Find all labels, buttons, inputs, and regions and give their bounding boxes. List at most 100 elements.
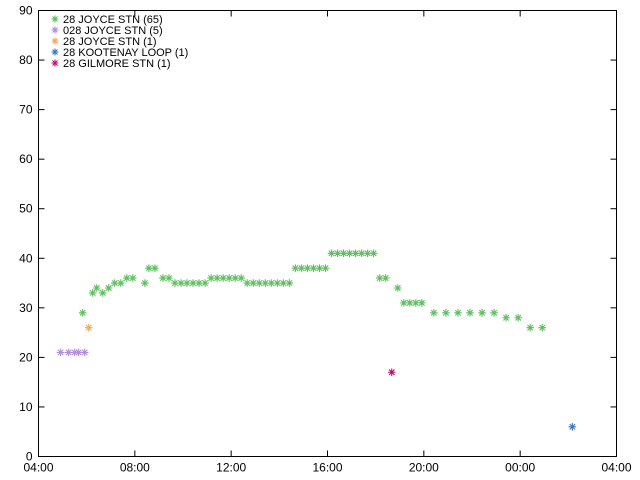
data-point [201,279,209,287]
y-tick-label: 30 [19,301,33,315]
data-points [56,249,577,431]
data-point [207,274,215,282]
data-point [267,279,276,287]
data-point [88,289,97,297]
x-tick-label: 08:00 [120,461,150,475]
data-point [538,323,547,332]
data-point [442,308,450,317]
data-point [345,249,354,258]
legend-label: 28 GILMORE STN (1) [63,58,171,70]
data-point [219,274,227,282]
data-point [92,284,101,292]
y-tick-label: 70 [19,103,33,117]
legend-label: 28 JOYCE STN (65) [63,14,163,26]
data-point [303,264,312,272]
data-point [116,279,125,287]
x-axis: 04:00 08:00 12:00 16:00 20:00 00:00 04:00 [23,10,632,475]
data-point [568,422,577,431]
data-point [351,249,360,258]
data-point [412,299,420,307]
legend-marker [51,37,59,45]
y-tick-label: 40 [19,251,33,265]
data-point [213,274,221,282]
y-tick-label: 60 [19,152,33,166]
data-point [466,308,474,317]
data-point [339,249,348,258]
x-tick-label: 04:00 [23,461,53,475]
data-point [321,264,330,272]
data-point [273,279,282,287]
data-point [237,274,246,282]
x-tick-label: 12:00 [216,461,246,475]
data-point [363,249,372,258]
data-point [231,274,239,282]
data-point [177,279,185,287]
y-tick-label: 90 [19,4,33,18]
data-point [261,279,270,287]
legend: 28 JOYCE STN (65)028 JOYCE STN (5)28 JOY… [51,14,188,70]
data-point [393,284,402,292]
x-tick-label: 00:00 [505,461,535,475]
data-point [255,279,264,287]
data-point [84,323,93,332]
data-point [399,299,408,307]
data-point [315,264,324,272]
legend-marker [51,26,59,34]
data-point [225,274,233,282]
data-point [333,249,342,258]
data-point [430,308,438,317]
data-point [159,274,167,282]
data-point [243,279,252,287]
x-tick-label: 16:00 [312,461,342,475]
data-point [165,274,173,282]
legend-label: 28 KOOTENAY LOOP (1) [63,47,188,59]
data-point [141,279,149,287]
data-point [526,323,535,332]
legend-label: 028 JOYCE STN (5) [63,25,163,37]
data-point [145,264,153,272]
data-point [123,274,131,282]
data-point [151,264,159,272]
y-tick-label: 10 [19,400,33,414]
data-point [357,249,366,258]
data-point [375,274,384,282]
data-point [502,313,510,322]
x-tick-label: 20:00 [409,461,439,475]
data-point [129,274,137,282]
data-point [78,308,87,317]
data-point [454,308,462,317]
data-point [369,249,378,258]
y-tick-label: 0 [26,450,33,464]
data-point [387,368,396,377]
data-point [98,289,107,297]
data-point [171,279,179,287]
x-tick-label: 04:00 [601,461,631,475]
data-point [490,308,498,317]
data-point [381,274,390,282]
data-point [478,308,486,317]
data-point [110,279,119,287]
data-point [104,284,113,292]
data-point [279,279,288,287]
data-point [514,313,522,322]
legend-label: 28 JOYCE STN (1) [63,36,157,48]
data-point [297,264,306,272]
data-point [80,348,89,357]
y-tick-label: 80 [19,53,33,67]
legend-marker [51,48,59,56]
y-tick-label: 20 [19,350,33,364]
data-point [183,279,191,287]
y-axis: 0 10 20 30 40 50 60 70 80 90 [19,4,617,464]
data-point [74,348,83,357]
data-point [249,279,258,287]
data-point [405,299,414,307]
data-point [70,348,79,357]
data-point [309,264,318,272]
data-point [291,264,300,272]
data-point [64,348,73,357]
y-tick-label: 50 [19,202,33,216]
data-point [189,279,197,287]
data-point [418,299,426,307]
data-point [285,279,294,287]
